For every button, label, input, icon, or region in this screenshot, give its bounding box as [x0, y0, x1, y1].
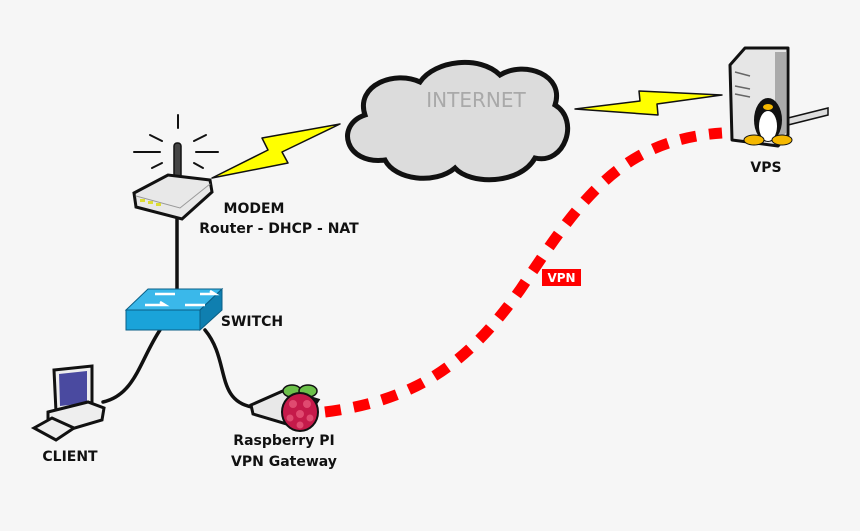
- gateway-sublabel: VPN Gateway: [231, 454, 337, 470]
- switch-icon: [124, 287, 224, 332]
- client-computer-icon: [30, 364, 106, 442]
- wired-links: [101, 216, 254, 409]
- lightning-bolt-icon: [211, 123, 341, 179]
- link-switch-client: [101, 328, 162, 404]
- vps-label: VPS: [750, 160, 781, 176]
- modem-sublabel: Router - DHCP - NAT: [199, 221, 359, 237]
- link-switch-gateway: [203, 328, 254, 409]
- internet-cloud-icon: INTERNET: [345, 59, 571, 183]
- internet-label: INTERNET: [426, 88, 526, 112]
- vpn-label-text: VPN: [547, 271, 575, 285]
- gateway-label: Raspberry PI: [233, 433, 334, 449]
- modem-label: MODEM: [224, 201, 285, 217]
- lightning-bolt-icon: [574, 90, 723, 116]
- switch-label: SWITCH: [221, 314, 283, 330]
- vpn-tunnel-line: [324, 127, 723, 418]
- modem-router-icon: [132, 114, 219, 221]
- vpn-label: VPN: [542, 269, 581, 286]
- vps-server-icon: [728, 46, 829, 148]
- raspberry-pi-gateway-icon: [249, 384, 321, 432]
- client-label: CLIENT: [42, 449, 98, 465]
